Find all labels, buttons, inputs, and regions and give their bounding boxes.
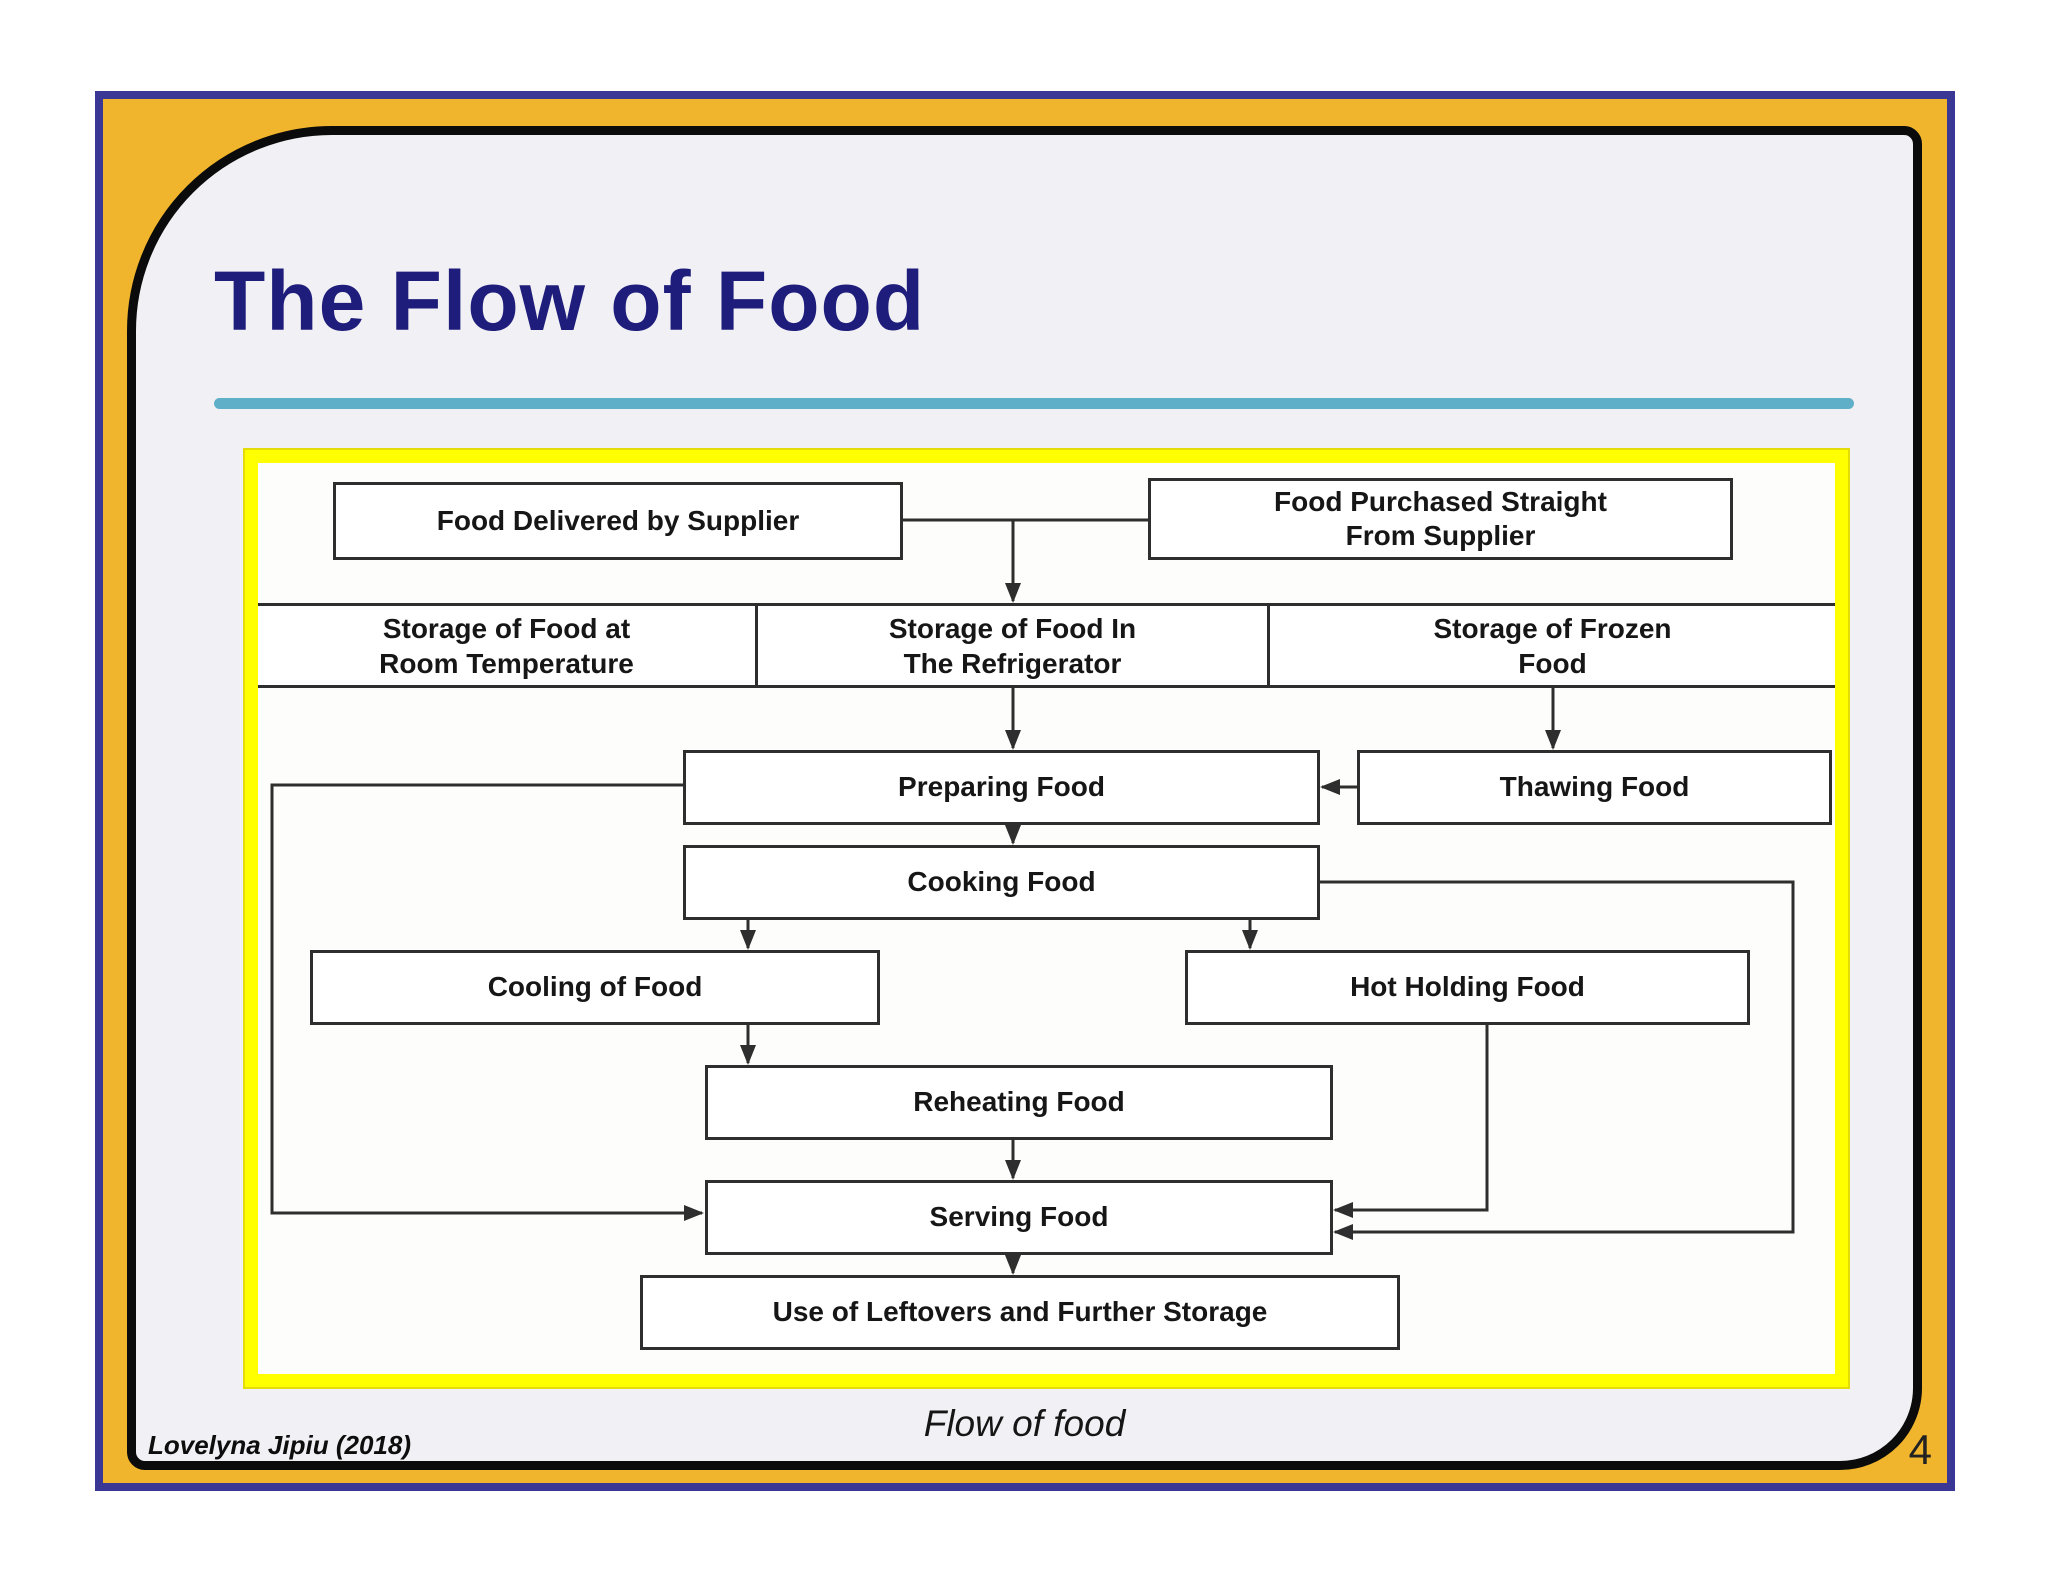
flow-node-label: From Supplier bbox=[1345, 520, 1536, 551]
flow-node-label: Hot Holding Food bbox=[1350, 971, 1585, 1003]
slide-title: The Flow of Food bbox=[214, 254, 926, 348]
flow-node-label: Room Temperature bbox=[379, 647, 634, 679]
page-number: 4 bbox=[1908, 1426, 1932, 1473]
flow-node-cooling: Cooling of Food bbox=[310, 950, 880, 1025]
flow-node-storage-room: Storage of Food at Room Temperature bbox=[258, 606, 755, 685]
flow-canvas: Food Delivered by Supplier Food Purchase… bbox=[258, 463, 1835, 1374]
flow-node-label: Cooling of Food bbox=[487, 971, 703, 1003]
flow-node-label: Use of Leftovers and Further Storage bbox=[772, 1296, 1268, 1328]
flow-node-cooking: Cooking Food bbox=[683, 845, 1320, 920]
flow-node-label: Cooking Food bbox=[907, 866, 1096, 898]
flow-node-label: Thawing Food bbox=[1499, 771, 1690, 803]
flow-node-reheating: Reheating Food bbox=[705, 1065, 1333, 1140]
flow-node-label: The Refrigerator bbox=[903, 647, 1122, 679]
flow-node-label: Storage of Food at bbox=[382, 612, 631, 644]
flow-node-serving: Serving Food bbox=[705, 1180, 1333, 1255]
connector-cooking-to-serving-right-loop bbox=[1320, 880, 1795, 1240]
flow-node-purchased: Food Purchased Straight From Supplier bbox=[1148, 478, 1733, 560]
slide-body: The Flow of Food bbox=[127, 126, 1922, 1470]
flow-node-storage-frozen: Storage of Frozen Food bbox=[1270, 606, 1835, 685]
flow-node-label: Storage of Food In bbox=[888, 612, 1137, 644]
flow-node-leftovers: Use of Leftovers and Further Storage bbox=[640, 1275, 1400, 1350]
flow-node-thawing: Thawing Food bbox=[1357, 750, 1832, 825]
flow-node-label: Preparing Food bbox=[898, 771, 1105, 803]
flow-diagram: Food Delivered by Supplier Food Purchase… bbox=[245, 450, 1848, 1387]
title-underline-rule bbox=[214, 398, 1854, 409]
flow-node-label: Storage of Frozen bbox=[1433, 612, 1672, 644]
flow-node-label: Food Delivered by Supplier bbox=[436, 504, 800, 536]
flow-node-preparing: Preparing Food bbox=[683, 750, 1320, 825]
author-credit: Lovelyna Jipiu (2018) bbox=[148, 1430, 411, 1460]
flow-node-label: Serving Food bbox=[929, 1201, 1109, 1233]
gold-border-frame: The Flow of Food bbox=[103, 99, 1947, 1483]
connector-preparing-to-serving-left-loop bbox=[270, 783, 704, 1221]
flow-storage-band: Storage of Food at Room Temperature Stor… bbox=[258, 603, 1835, 688]
flow-node-delivered: Food Delivered by Supplier bbox=[333, 482, 903, 560]
flow-node-label: Food bbox=[1518, 647, 1587, 679]
flow-node-hot-holding: Hot Holding Food bbox=[1185, 950, 1750, 1025]
outer-blue-frame: The Flow of Food bbox=[95, 91, 1955, 1491]
flow-node-storage-fridge: Storage of Food In The Refrigerator bbox=[755, 606, 1270, 685]
connector-hot-holding-to-serving bbox=[1333, 1025, 1489, 1218]
flow-node-label: Reheating Food bbox=[913, 1086, 1125, 1118]
flow-connectors bbox=[270, 518, 1795, 1275]
flow-node-label: Food Purchased Straight bbox=[1274, 485, 1607, 517]
diagram-caption: Flow of food bbox=[923, 1403, 1126, 1444]
